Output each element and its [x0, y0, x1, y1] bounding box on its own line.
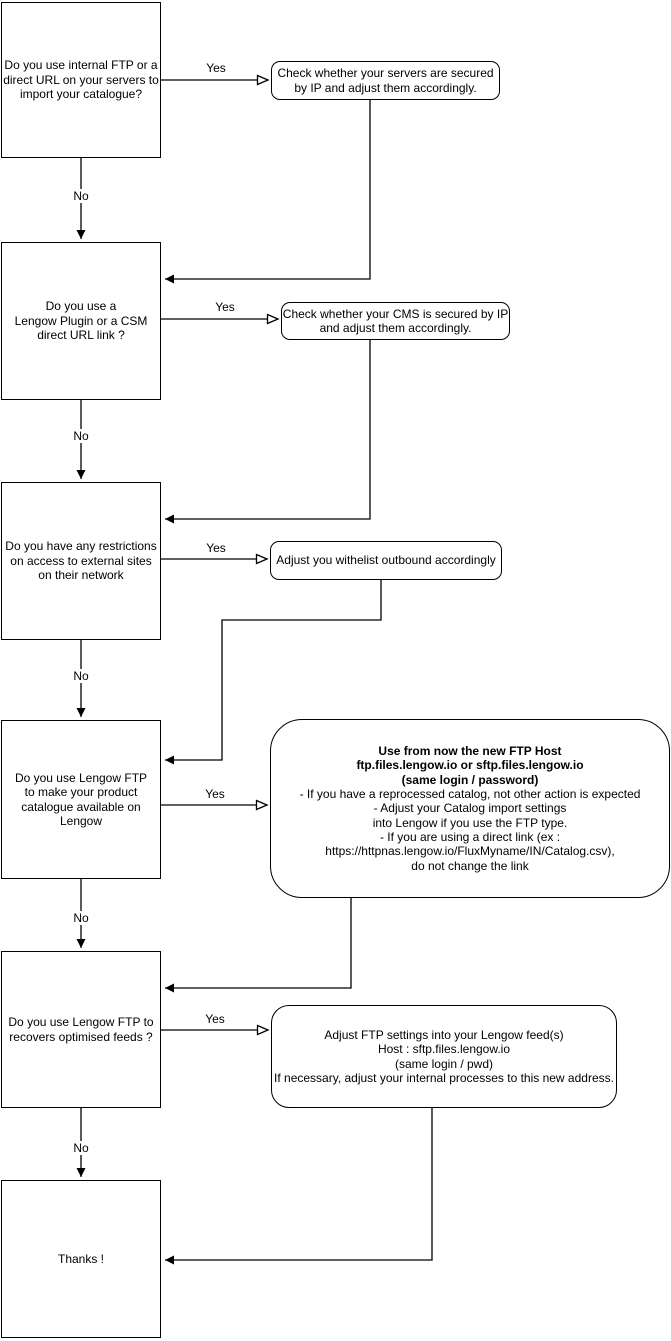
edge-label-yes-3: Yes — [204, 541, 228, 555]
edge-label-yes-5: Yes — [203, 1012, 227, 1026]
edge-return-2 — [165, 340, 371, 524]
edge-return-5 — [165, 1108, 433, 1265]
edge-label-no-1: No — [71, 189, 91, 203]
edge-label-no-4: No — [71, 911, 91, 925]
edge-label-no-5: No — [71, 1141, 91, 1155]
edge-label-yes-1: Yes — [204, 61, 228, 75]
edge-return-3 — [165, 580, 382, 765]
action-adjust-ftp-settings: Adjust FTP settings into your Lengow fee… — [271, 1005, 617, 1108]
edge-label-no-2: No — [71, 429, 91, 443]
edge-label-no-3: No — [71, 669, 91, 683]
edge-return-4 — [165, 898, 352, 993]
action-adjust-whitelist-outbound: Adjust you withelist outbound accordingl… — [270, 541, 502, 580]
action-use-new-ftp-host-body: - If you have a reprocessed catalog, not… — [299, 786, 641, 873]
terminal-thanks: Thanks ! — [1, 1180, 161, 1338]
edge-label-yes-2: Yes — [213, 300, 237, 314]
edge-return-1 — [165, 100, 371, 284]
edge-label-yes-4: Yes — [203, 787, 227, 801]
